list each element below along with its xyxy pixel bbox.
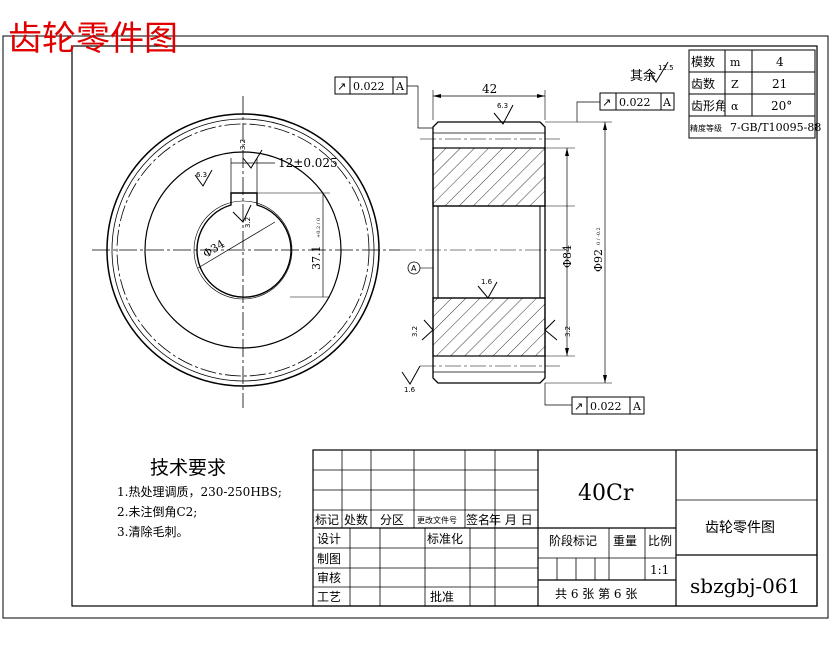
param-name-angle: 齿形角: [691, 99, 727, 113]
param-name-module: 模数: [691, 54, 715, 69]
svg-text:12.5: 12.5: [658, 64, 674, 72]
svg-text:0.022: 0.022: [619, 96, 651, 109]
param-value-angle: 20°: [771, 99, 792, 113]
tech-req-item-1: 1.热处理调质，230-250HBS;: [117, 485, 282, 499]
svg-text:↗: ↗: [337, 80, 346, 93]
keyway-depth-tol: +0.2 / 0: [316, 218, 322, 238]
tb-col-sign: 签名: [466, 512, 490, 527]
param-value-module: 4: [776, 55, 784, 69]
tb-sheets: 共 6 张 第 6 张: [555, 587, 637, 601]
svg-text:0.022: 0.022: [590, 400, 622, 413]
svg-text:3.2: 3.2: [244, 217, 252, 228]
keyway-width-dim: 12±0.025: [278, 156, 338, 170]
param-symbol-angle: α: [731, 100, 739, 113]
tb-col-count: 处数: [344, 512, 368, 527]
svg-text:↗: ↗: [574, 400, 583, 413]
roughness-symbol-left-face: 3.2: [411, 319, 434, 341]
hub-dia-dim: Φ84: [561, 245, 574, 268]
title-block: 标记 处数 分区 更改文件号 签名 年 月 日 设计 制图 审核 工艺 标准化 …: [312, 449, 818, 607]
tolerance-frame-top-left: ↗ 0.022 A: [334, 76, 433, 129]
param-value-teeth: 21: [772, 77, 787, 91]
page-title: 齿轮零件图: [8, 19, 178, 59]
roughness-symbol-front-left: 6.3: [194, 169, 213, 187]
outer-dia-tol: 0 / -0.2: [596, 227, 602, 245]
param-value-grade: 7-GB/T10095-88: [730, 121, 821, 134]
tolerance-frame-top-right: ↗ 0.022 A: [576, 92, 675, 122]
roughness-rest-symbol: 12.5: [649, 61, 674, 83]
roughness-symbol-bore: 1.6: [477, 278, 498, 299]
svg-text:1.6: 1.6: [481, 278, 493, 286]
param-symbol-teeth: Z: [731, 78, 739, 91]
roughness-symbol-keyway: 3.2: [232, 204, 252, 228]
param-name-teeth: 齿数: [691, 76, 715, 91]
svg-text:3.2: 3.2: [564, 326, 572, 337]
front-view: 12±0.025 37.1 +0.2 / 0 Φ34 3.2 6.3 3.2: [92, 96, 400, 408]
width-dim: 42: [482, 82, 497, 96]
svg-text:0.022: 0.022: [353, 80, 385, 93]
keyway-depth-dim: 37.1: [310, 246, 323, 271]
tb-drawing-name: 齿轮零件图: [705, 520, 775, 536]
tb-drawing-no: sbzgbj-061: [690, 574, 800, 598]
tb-col-date: 年 月 日: [489, 513, 533, 527]
roughness-symbol-front-top: 3.2: [239, 139, 263, 169]
svg-text:3.2: 3.2: [239, 139, 247, 150]
svg-text:1.6: 1.6: [404, 386, 416, 394]
datum-a-marker: A: [407, 261, 433, 275]
svg-text:↗: ↗: [602, 96, 611, 109]
tech-req-title: 技术要求: [150, 457, 226, 479]
tb-material: 40Cr: [578, 481, 634, 506]
outer-frame: [2, 35, 829, 619]
bore-dia-dim: Φ34: [201, 237, 227, 260]
section-view: 42 6.3 1.6 3.2 3.2 1.6 Φ84: [400, 82, 612, 394]
tb-standardize: 标准化: [427, 532, 463, 546]
tech-req-item-3: 3.清除毛刺。: [117, 524, 188, 539]
tb-col-mark: 标记: [315, 513, 339, 527]
tolerance-frame-bottom: ↗ 0.022 A: [544, 383, 645, 415]
tb-ratio: 比例: [648, 534, 672, 548]
roughness-symbol-section-top: 6.3: [493, 102, 514, 125]
tech-requirements: 技术要求 1.热处理调质，230-250HBS; 2.未注倒角C2; 3.清除毛…: [117, 457, 282, 539]
svg-text:A: A: [632, 400, 642, 413]
tb-scale: 1:1: [650, 563, 669, 577]
tb-row-draw: 制图: [317, 552, 341, 566]
param-symbol-module: m: [730, 56, 741, 69]
outer-dia-dim: Φ92: [592, 249, 605, 272]
svg-text:6.3: 6.3: [196, 171, 207, 179]
tb-col-file: 更改文件号: [417, 515, 457, 525]
roughness-symbol-right-face: 3.2: [544, 319, 572, 341]
tb-col-zone: 分区: [380, 513, 404, 527]
tb-stage-mark: 阶段标记: [549, 533, 597, 548]
svg-text:A: A: [411, 264, 417, 273]
roughness-symbol-bottom-left: 1.6: [401, 365, 421, 394]
tb-row-review: 审核: [317, 570, 341, 585]
tb-row-process: 工艺: [317, 590, 341, 604]
param-name-grade: 精度等级: [690, 123, 722, 133]
roughness-rest-label: 其余: [630, 68, 656, 84]
svg-text:3.2: 3.2: [411, 326, 419, 337]
tb-weight: 重量: [613, 534, 637, 548]
svg-text:A: A: [395, 80, 405, 93]
gear-param-table: 模数 m 4 齿数 Z 21 齿形角 α 20° 精度等级 7-GB/T1009…: [688, 49, 821, 139]
tb-row-design: 设计: [317, 532, 341, 546]
svg-text:A: A: [662, 96, 672, 109]
tb-approve: 批准: [430, 589, 454, 604]
svg-text:6.3: 6.3: [497, 102, 508, 110]
tech-req-item-2: 2.未注倒角C2;: [117, 504, 197, 519]
